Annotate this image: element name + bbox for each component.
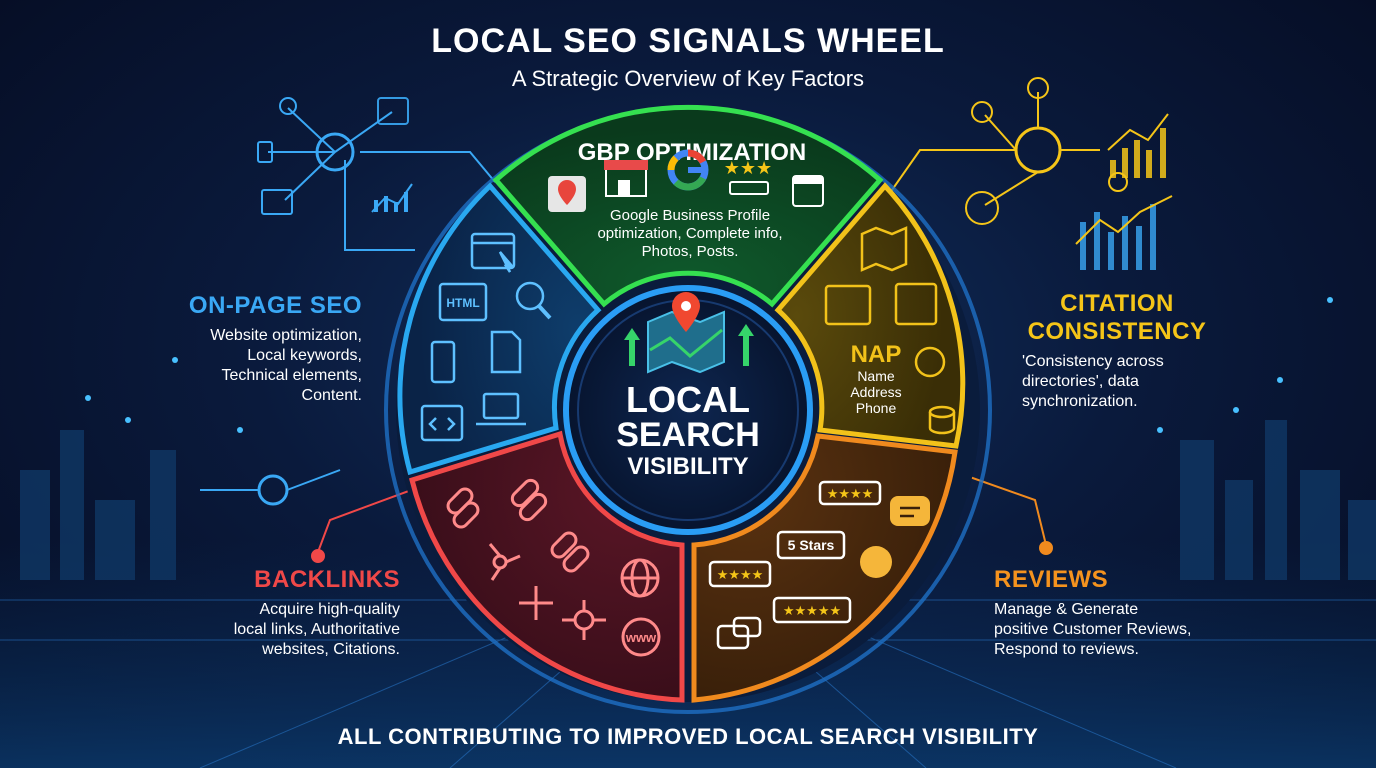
storefront-icon — [604, 160, 648, 197]
rating-bubble-icon-2 — [772, 596, 852, 624]
move-arrows-icon — [519, 586, 553, 620]
network-nodes-icon — [488, 543, 521, 581]
backlinks-heading: BACKLINKS — [254, 566, 400, 593]
center-line-2: SEARCH — [616, 416, 760, 454]
reviews-desc-line-2: positive Customer Reviews, — [994, 621, 1192, 638]
backlinks-description: Acquire high-quality local links, Author… — [180, 600, 400, 660]
page-subtitle: A Strategic Overview of Key Factors — [511, 66, 865, 91]
code-window-icon — [420, 404, 464, 442]
reviews-desc-line-1: Manage & Generate — [994, 601, 1139, 618]
reviews-desc-line-3: Respond to reviews. — [994, 641, 1139, 658]
onpage-desc-line-4: Content. — [301, 387, 362, 404]
segment-backlinks — [409, 430, 685, 703]
mobile-phone-icon — [430, 340, 456, 384]
five-stars-bubble-icon — [776, 530, 846, 560]
browser-cursor-icon — [470, 232, 516, 273]
phone-file-icon — [490, 330, 522, 374]
gbp-desc-3: Photos, Posts. — [642, 243, 739, 260]
broken-link-icon — [550, 531, 590, 573]
comment-bubbles-icon — [716, 616, 762, 650]
google-logo-icon — [667, 149, 709, 191]
reviews-block: REVIEWS Manage & Generate positive Custo… — [994, 566, 1234, 660]
onpage-seo-block: ON-PAGE SEO Website optimization, Local … — [150, 292, 362, 406]
globe-icon — [620, 558, 660, 598]
onpage-desc-line-3: Technical elements, — [221, 367, 362, 384]
backlinks-desc-line-1: Acquire high-quality — [259, 601, 400, 618]
www-icon — [621, 617, 661, 657]
citation-description: 'Consistency across directories', data s… — [1022, 352, 1242, 412]
hub-nodes-icon — [562, 600, 606, 640]
svg-text:★★★: ★★★ — [724, 158, 772, 178]
rating-bubble-icon — [708, 560, 772, 588]
review-stars-1: ★★★★ — [827, 486, 874, 501]
chain-link-icon-2 — [510, 478, 548, 522]
smiley-icon — [860, 546, 892, 578]
address-card-icon — [824, 284, 872, 326]
citation-heading-1: CITATION — [1060, 290, 1174, 317]
citation-desc-line-1: 'Consistency across — [1022, 353, 1164, 370]
backlinks-desc-line-2: local links, Authoritative — [233, 621, 400, 638]
center-line-3: VISIBILITY — [627, 453, 748, 480]
onpage-desc-line-1: Website optimization, — [210, 327, 362, 344]
citation-consistency-block: CITATION CONSISTENCY 'Consistency across… — [1022, 290, 1242, 412]
gbp-desc-2: optimization, Complete info, — [597, 225, 782, 242]
chat-bubble-icon — [890, 496, 930, 526]
google-maps-icon — [548, 176, 586, 212]
segment-onpage — [397, 182, 602, 476]
laptop-icon — [476, 392, 526, 426]
html-label: HTML — [446, 296, 479, 310]
database-sync-icon — [928, 405, 956, 435]
gbp-desc-1: Google Business Profile — [610, 207, 770, 224]
review-bubble-icon — [818, 480, 882, 506]
chain-link-icon — [446, 487, 480, 529]
nap-name: Name — [857, 368, 895, 384]
html-file-icon — [438, 282, 488, 322]
review-stars-2: ★★★★ — [717, 567, 764, 582]
star-rating-icon: ★★★ — [724, 158, 772, 195]
center-line-1: LOCAL — [626, 379, 750, 420]
www-label: www — [625, 630, 657, 645]
nap-phone: Phone — [856, 400, 897, 416]
onpage-seo-heading: ON-PAGE SEO — [188, 292, 362, 319]
reviews-description: Manage & Generate positive Customer Revi… — [994, 600, 1234, 660]
five-stars-label: 5 Stars — [788, 537, 835, 553]
backlinks-block: BACKLINKS Acquire high-quality local lin… — [180, 566, 400, 660]
nap-address: Address — [850, 384, 901, 400]
calendar-icon — [792, 175, 824, 207]
map-pin-icon — [624, 292, 754, 374]
backlinks-desc-line-3: websites, Citations. — [262, 641, 400, 658]
citation-heading-2: CONSISTENCY — [1027, 318, 1207, 345]
folded-map-icon — [860, 226, 908, 272]
review-stars-3: ★★★★★ — [783, 603, 841, 618]
onpage-seo-description: Website optimization, Local keywords, Te… — [150, 326, 362, 406]
citation-desc-line-3: synchronization. — [1022, 393, 1138, 410]
footer-tagline: ALL CONTRIBUTING TO IMPROVED LOCAL SEARC… — [337, 724, 1039, 749]
page-title: LOCAL SEO SIGNALS WHEEL — [431, 22, 945, 60]
magnifier-icon — [515, 281, 552, 320]
citation-desc-line-2: directories', data — [1022, 373, 1139, 390]
onpage-desc-line-2: Local keywords, — [247, 347, 362, 364]
list-document-icon — [894, 282, 938, 326]
sync-icon — [914, 346, 946, 378]
segment-gbp — [492, 104, 884, 308]
reviews-heading: REVIEWS — [994, 566, 1109, 593]
nap-title: NAP — [851, 341, 902, 368]
